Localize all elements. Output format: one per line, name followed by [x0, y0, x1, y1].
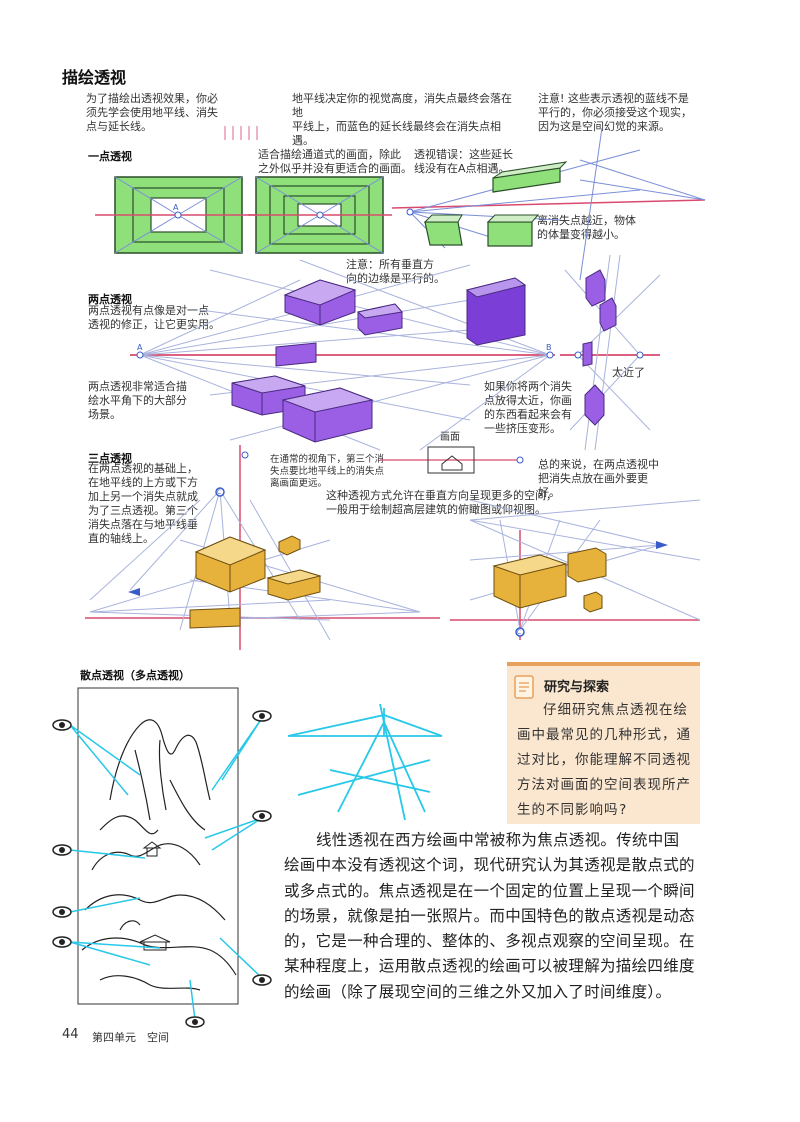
one-point-label: 一点透视	[88, 150, 132, 163]
intro-note-right: 注意! 这些表示透视的蓝线不是 平行的，你必须接受这个现实， 因为这是空间幻觉的…	[538, 92, 708, 134]
three-point-use-note: 这种透视方式允许在垂直方向呈现更多的空间， 一般用于绘制超高层建筑的俯瞰图或仰视…	[326, 489, 566, 517]
note-line: 点与延长线。	[86, 120, 152, 133]
one-point-diagram: A	[95, 126, 706, 280]
note-line: 平线上，而蓝色的延长线最终会在消失点相遇。	[292, 120, 501, 147]
note-line: 点放得太近，你画	[484, 394, 572, 407]
body-line: 某种程度上，运用散点透视的绘画可以被理解为描绘四维度	[284, 957, 695, 976]
note-line: 两点透视有点像是对一点	[88, 304, 209, 317]
three-point-label: 三点透视	[88, 452, 132, 465]
note-line: 场景。	[88, 408, 121, 421]
vertical-edges-note: 注意：所有垂直方 向的边缘是平行的。	[346, 258, 456, 286]
intro-note-middle: 地平线决定你的视觉高度，消失点最终会落在地 平线上，而蓝色的延长线最终会在消失点…	[292, 92, 522, 148]
note-line: 直的轴线上。	[88, 532, 154, 545]
note-line: 失点要比地平线上的消失点	[270, 466, 385, 477]
body-line: 的，它是一种合理的、整体的、多视点观察的空间呈现。在	[284, 932, 695, 951]
too-close-note: 如果你将两个消失 点放得太近，你画 的东西看起来会有 一些挤压变形。	[484, 380, 584, 436]
note-line: 把消失点放在画外要更好。	[538, 472, 648, 499]
note-line: 总的来说，在两点透视中	[538, 458, 659, 471]
explore-line: 生的不同影响吗?	[517, 802, 628, 818]
body-paragraph: 线性透视在西方绘画中常被称为焦点透视。传统中国 绘画中本没有透视这个词，现代研究…	[284, 828, 704, 1005]
explore-line: 过对比，你能理解不同透视	[517, 752, 691, 768]
two-point-label: 两点透视	[88, 293, 132, 306]
note-line: 透视的修正，让它更实用。	[88, 318, 220, 331]
perspective-error-note: 透视错误：这些延长 线没有在A点相遇。	[414, 148, 534, 176]
note-line: 为了三点透视。第三个	[88, 504, 198, 517]
wrong-perspective-boxes	[391, 127, 706, 280]
distance-note: 离消失点越近，物体 的体量变得越小。	[537, 214, 657, 242]
note-line: 消失点落在与地平线垂	[88, 518, 198, 531]
explore-line: 方法对画面的空间表现所产	[517, 777, 691, 793]
body-line: 的场景，就像是拍一张照片。而中国特色的散点透视是动态	[284, 906, 695, 925]
note-line: 离画面更远。	[270, 478, 328, 489]
notebook-icon	[514, 675, 534, 699]
note-line: 两点透视非常适合描	[88, 380, 187, 393]
eye-icon	[52, 710, 272, 1028]
body-line: 绘画中本没有透视这个词，现代研究认为其透视是散点式的	[284, 856, 695, 875]
note-line: 加上另一个消失点就成	[88, 490, 198, 503]
body-line: 线性透视在西方绘画中常被称为焦点透视。传统中国	[316, 831, 680, 849]
landscape-illustration	[52, 687, 272, 1028]
note-line: 这种透视方式允许在垂直方向呈现更多的空间，	[326, 489, 557, 502]
scatter-perspective-label: 散点透视（多点透视）	[80, 669, 190, 682]
body-line: 的绘画（除了展现空间的三维之外又加入了时间维度）。	[284, 982, 672, 1001]
label-c: C	[517, 629, 521, 636]
note-line: 绘水平角下的大部分	[88, 394, 187, 407]
page-number: 44	[62, 1027, 79, 1042]
one-point-note: 适合描绘通道式的画面，除此 之外似乎并没有更适合的画面。	[258, 148, 418, 176]
frame-label: 画面	[440, 432, 460, 443]
body-line: 或多点式的。焦点透视是在一个固定的位置上呈现一个瞬间	[284, 881, 695, 900]
note-line: 如果你将两个消失	[484, 380, 572, 393]
corridor-frame-1: A	[95, 176, 262, 254]
note-line: 在地平线的上方或下方	[88, 476, 198, 489]
two-point-desc: 两点透视有点像是对一点 透视的修正，让它更实用。	[88, 304, 228, 332]
three-point-desc: 在两点透视的基础上， 在地平线的上方或下方 加上另一个消失点就成 为了三点透视。…	[88, 462, 218, 546]
note-line: 的体量变得越小。	[537, 228, 625, 241]
note-line: 之外似乎并没有更适合的画面。	[258, 162, 412, 175]
explore-line: 仔细研究焦点透视在绘	[543, 702, 688, 718]
explore-line: 画中最常见的几种形式，通	[517, 727, 691, 743]
note-line: 为了描绘出透视效果，你必	[86, 92, 218, 105]
note-line: 透视错误：这些延长	[414, 148, 513, 161]
purple-boxes	[231, 269, 617, 443]
note-line: 适合描绘通道式的画面，除此	[258, 148, 401, 161]
note-line: 因为这是空间幻觉的来源。	[538, 120, 670, 133]
eye-markers	[128, 451, 668, 637]
note-line: 离消失点越近，物体	[537, 214, 636, 227]
note-line: 须先学会使用地平线、消失	[86, 106, 218, 119]
two-point-diagram: A B	[130, 255, 661, 451]
note-line: 在通常的视角下，第三个消	[270, 454, 385, 465]
explore-box: 研究与探索 仔细研究焦点透视在绘 画中最常见的几种形式，通 过对比，你能理解不同…	[507, 662, 700, 824]
summary-note: 总的来说，在两点透视中 把消失点放在画外要更好。	[538, 458, 668, 500]
three-point-diagram: C C	[85, 445, 701, 650]
note-line: 平行的，你必须接受这个现实，	[538, 106, 692, 119]
note-line: 在两点透视的基础上，	[88, 462, 198, 475]
note-line: 的东西看起来会有	[484, 408, 572, 421]
note-line: 地平线决定你的视觉高度，消失点最终会落在地	[292, 92, 512, 119]
note-line: 一些挤压变形。	[484, 422, 561, 435]
two-point-desc-2: 两点透视非常适合描 绘水平角下的大部分 场景。	[88, 380, 198, 422]
note-line: 一般用于绘制超高层建筑的俯瞰图或仰视图。	[326, 503, 546, 516]
normal-view-note: 在通常的视角下，第三个消 失点要比地平线上的消失点 离画面更远。	[270, 454, 390, 490]
explore-title: 研究与探索	[544, 680, 610, 695]
note-line: 向的边缘是平行的。	[346, 272, 445, 285]
unit-label: 第四单元 空间	[92, 1031, 169, 1044]
label-b: B	[546, 343, 552, 352]
label-c: C	[217, 489, 221, 496]
note-line: 线没有在A点相遇。	[414, 162, 510, 175]
gold-boxes	[189, 535, 607, 629]
page-title: 描绘透视	[62, 68, 127, 87]
explore-text: 仔细研究焦点透视在绘 画中最常见的几种形式，通 过对比，你能理解不同透视 方法对…	[517, 698, 703, 823]
intro-note-left: 为了描绘出透视效果，你必 须先学会使用地平线、消失 点与延长线。	[86, 92, 226, 134]
corridor-frame-2	[248, 176, 392, 254]
focus-point-diagram	[287, 703, 443, 821]
tick-marks	[224, 126, 258, 140]
label-a: A	[173, 203, 179, 212]
note-line: 注意! 这些表示透视的蓝线不是	[538, 92, 689, 105]
label-a: A	[137, 343, 143, 352]
note-line: 注意：所有垂直方	[346, 258, 434, 271]
